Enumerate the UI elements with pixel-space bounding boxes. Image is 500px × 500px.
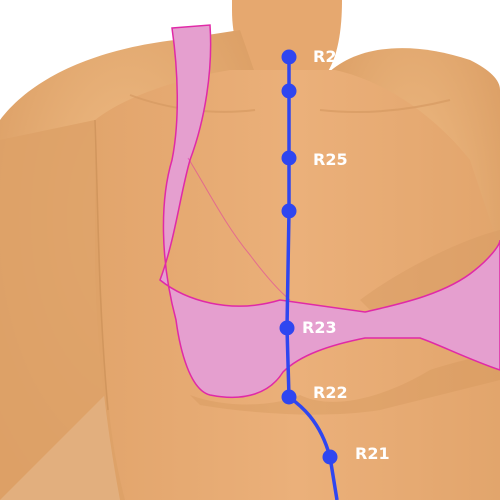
label-r23: R23 bbox=[302, 318, 337, 337]
acupoint-r22[interactable] bbox=[281, 389, 297, 405]
arm-edge bbox=[0, 120, 125, 500]
acupoint-r23[interactable] bbox=[279, 320, 295, 336]
label-r21: R21 bbox=[355, 444, 390, 463]
label-r25: R25 bbox=[313, 150, 348, 169]
acupoint-r25[interactable] bbox=[281, 150, 297, 166]
acupoint-r21[interactable] bbox=[322, 449, 338, 465]
garment-cup-edge bbox=[187, 157, 291, 301]
label-r27: R27 bbox=[313, 47, 348, 66]
acupoint-r24[interactable] bbox=[281, 203, 297, 219]
arm-crease bbox=[94, 119, 109, 411]
neck bbox=[232, 0, 342, 76]
acupoints-group bbox=[279, 49, 338, 465]
acupoint-labels: R27 R25 R23 R22 R21 bbox=[302, 47, 390, 463]
label-r22: R22 bbox=[313, 383, 348, 402]
underbust-shadow bbox=[190, 350, 500, 415]
right-clavicle bbox=[319, 99, 451, 113]
acupoint-r26[interactable] bbox=[281, 83, 297, 99]
torso bbox=[95, 70, 500, 500]
meridian-line bbox=[285, 57, 339, 500]
garment-bra bbox=[159, 24, 500, 399]
acupoint-r27[interactable] bbox=[281, 49, 297, 65]
